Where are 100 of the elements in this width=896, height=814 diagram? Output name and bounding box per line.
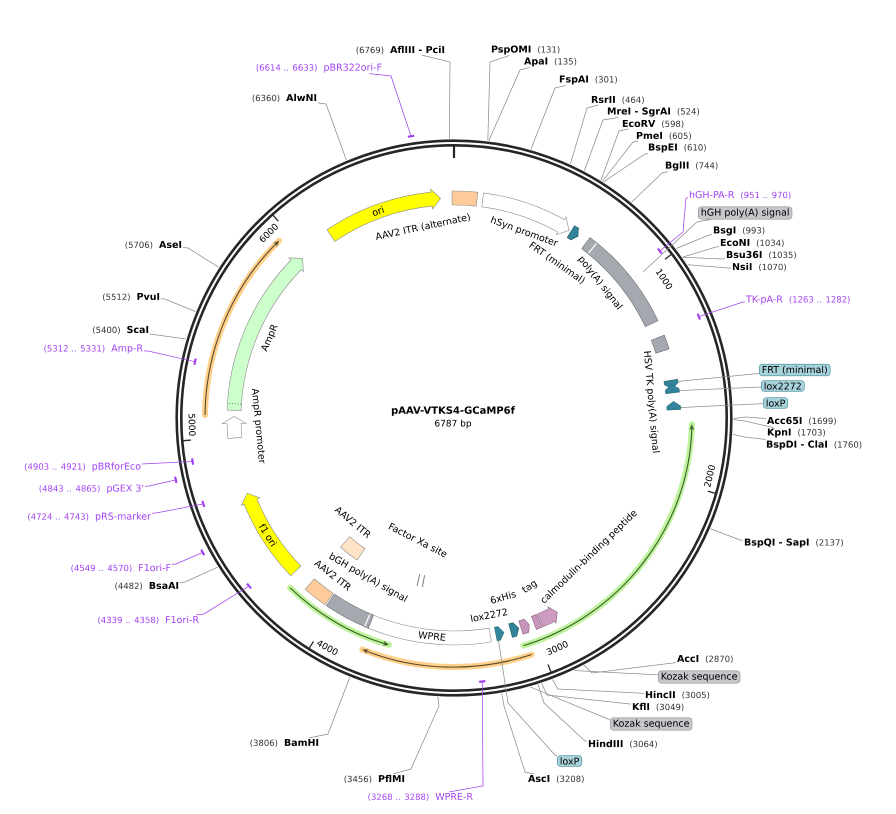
primer-mark <box>191 458 194 465</box>
site-label: (6360) AlwNI <box>252 94 316 102</box>
feature-callout: FRT (minimal) <box>759 364 830 376</box>
primer-label: (5312 .. 5331) Amp-R <box>44 344 143 354</box>
feature-segment <box>666 401 682 410</box>
primer-label: hGH-PA-R (951 .. 970) <box>690 190 790 200</box>
site-label: Bsu36I (1035) <box>726 250 796 260</box>
primer-mark <box>174 476 178 484</box>
leader-line <box>680 403 764 408</box>
primer-mark <box>657 248 663 254</box>
primer-mark <box>696 313 702 320</box>
feature-callout: hGH poly(A) signal <box>698 206 792 220</box>
plasmid-size: 6787 bp <box>435 420 472 428</box>
leader-line <box>687 264 732 268</box>
site-label: PspOMI (131) <box>492 45 560 54</box>
site-label: (5706) AseI <box>126 240 182 249</box>
leader-line <box>660 198 688 251</box>
feature-callout: loxP <box>763 397 788 409</box>
primer-label: TK-pA-R (1263 .. 1282) <box>746 296 850 304</box>
feature-label: AmpR promoter <box>252 388 265 464</box>
leader-line <box>541 683 632 704</box>
tick-label: 5000 <box>188 414 196 436</box>
site-label: Acc65I (1699) <box>767 416 836 426</box>
leader-line <box>600 128 629 181</box>
primer-label: (4339 .. 4358) F1ori-R <box>98 616 199 624</box>
feature-label: 6xHis <box>490 591 516 604</box>
feature-label: tag <box>522 580 538 592</box>
site-label: AscI (3208) <box>528 774 584 784</box>
leader-line <box>584 117 619 172</box>
site-label: (3806) BamHI <box>250 738 318 748</box>
primer-mark <box>246 582 252 590</box>
leader-line <box>631 171 668 203</box>
tick-label: 4000 <box>317 640 338 655</box>
tick-label: 2000 <box>704 465 715 488</box>
site-label: EcoNI (1034) <box>720 238 784 247</box>
feature-segment <box>665 384 680 394</box>
leader-line <box>530 85 566 150</box>
feature-callout: loxP <box>557 755 582 767</box>
site-label: BglII (744) <box>666 161 718 171</box>
site-label: RsrII (464) <box>592 96 644 104</box>
leader-line <box>603 153 648 182</box>
site-label: BsgI (993) <box>714 226 764 236</box>
primer-label: (4724 .. 4743) pRS-marker <box>28 512 151 522</box>
site-label: AccI (2870) <box>677 654 733 664</box>
leader-line <box>144 480 176 487</box>
leader-line <box>733 419 774 428</box>
leader-line <box>172 552 202 565</box>
primer-mark <box>193 358 197 365</box>
site-label: PmeI (605) <box>636 132 691 140</box>
site-label: HindIII (3064) <box>588 740 657 748</box>
primer-label: (6614 .. 6633) pBR322ori-F <box>256 63 382 73</box>
primer-label: (4843 .. 4865) pGEX 3' <box>40 484 144 494</box>
feature-label: HSV TK poly(A) signal <box>644 351 660 453</box>
leader-line <box>710 528 744 541</box>
leader-line <box>142 461 192 464</box>
feature-label: WPRE <box>418 631 446 641</box>
site-label: EcoRV (598) <box>622 120 684 128</box>
leader-line <box>488 67 530 142</box>
primer-label: (4549 .. 4570) F1ori-F <box>71 564 170 572</box>
leader-line <box>552 679 644 694</box>
leader-line <box>144 350 194 362</box>
leader-line <box>421 54 450 139</box>
feature-segment <box>518 618 530 635</box>
primer-mark <box>478 680 486 683</box>
site-label: (6769) AflIII - PciI <box>356 46 444 54</box>
leader-line <box>642 219 711 272</box>
leader-line <box>448 682 484 792</box>
leader-line <box>682 246 720 258</box>
leader-line <box>308 676 350 738</box>
leader-line <box>392 696 440 774</box>
leader-line <box>678 373 760 382</box>
leader-line <box>700 302 746 317</box>
feature-box <box>531 614 543 630</box>
site-label: (5512) PvuI <box>103 292 160 301</box>
site-label: ApaI (135) <box>524 58 576 66</box>
leader-line <box>733 416 766 419</box>
leader-line <box>679 386 762 392</box>
leader-line <box>530 686 610 720</box>
leader-line <box>676 234 712 249</box>
leader-line <box>196 586 248 616</box>
feature-label: lox2272 <box>470 608 508 622</box>
feature-segment <box>494 626 504 642</box>
site-label: BspDI - ClaI (1760) <box>766 440 862 450</box>
leader-line <box>732 434 766 440</box>
feature-label: ori <box>372 206 384 216</box>
leader-line <box>182 247 220 268</box>
leader-line <box>180 566 218 583</box>
feature-callout: Kozak sequence <box>658 670 740 684</box>
site-label: (5400) ScaI <box>93 326 148 334</box>
leader-line <box>538 684 588 742</box>
leader-line <box>501 693 534 774</box>
leader-line <box>570 104 599 164</box>
leader-line <box>150 334 186 340</box>
site-label: NsiI (1070) <box>732 262 786 272</box>
feature-label: f1 ori <box>259 524 278 547</box>
feature-callout: lox2272 <box>761 380 805 392</box>
site-label: (4482) BsaAI <box>115 582 178 590</box>
site-label: MreI - SgrAI (524) <box>608 107 700 117</box>
site-label: HincII (3005) <box>646 690 710 700</box>
leader-line <box>602 140 638 182</box>
